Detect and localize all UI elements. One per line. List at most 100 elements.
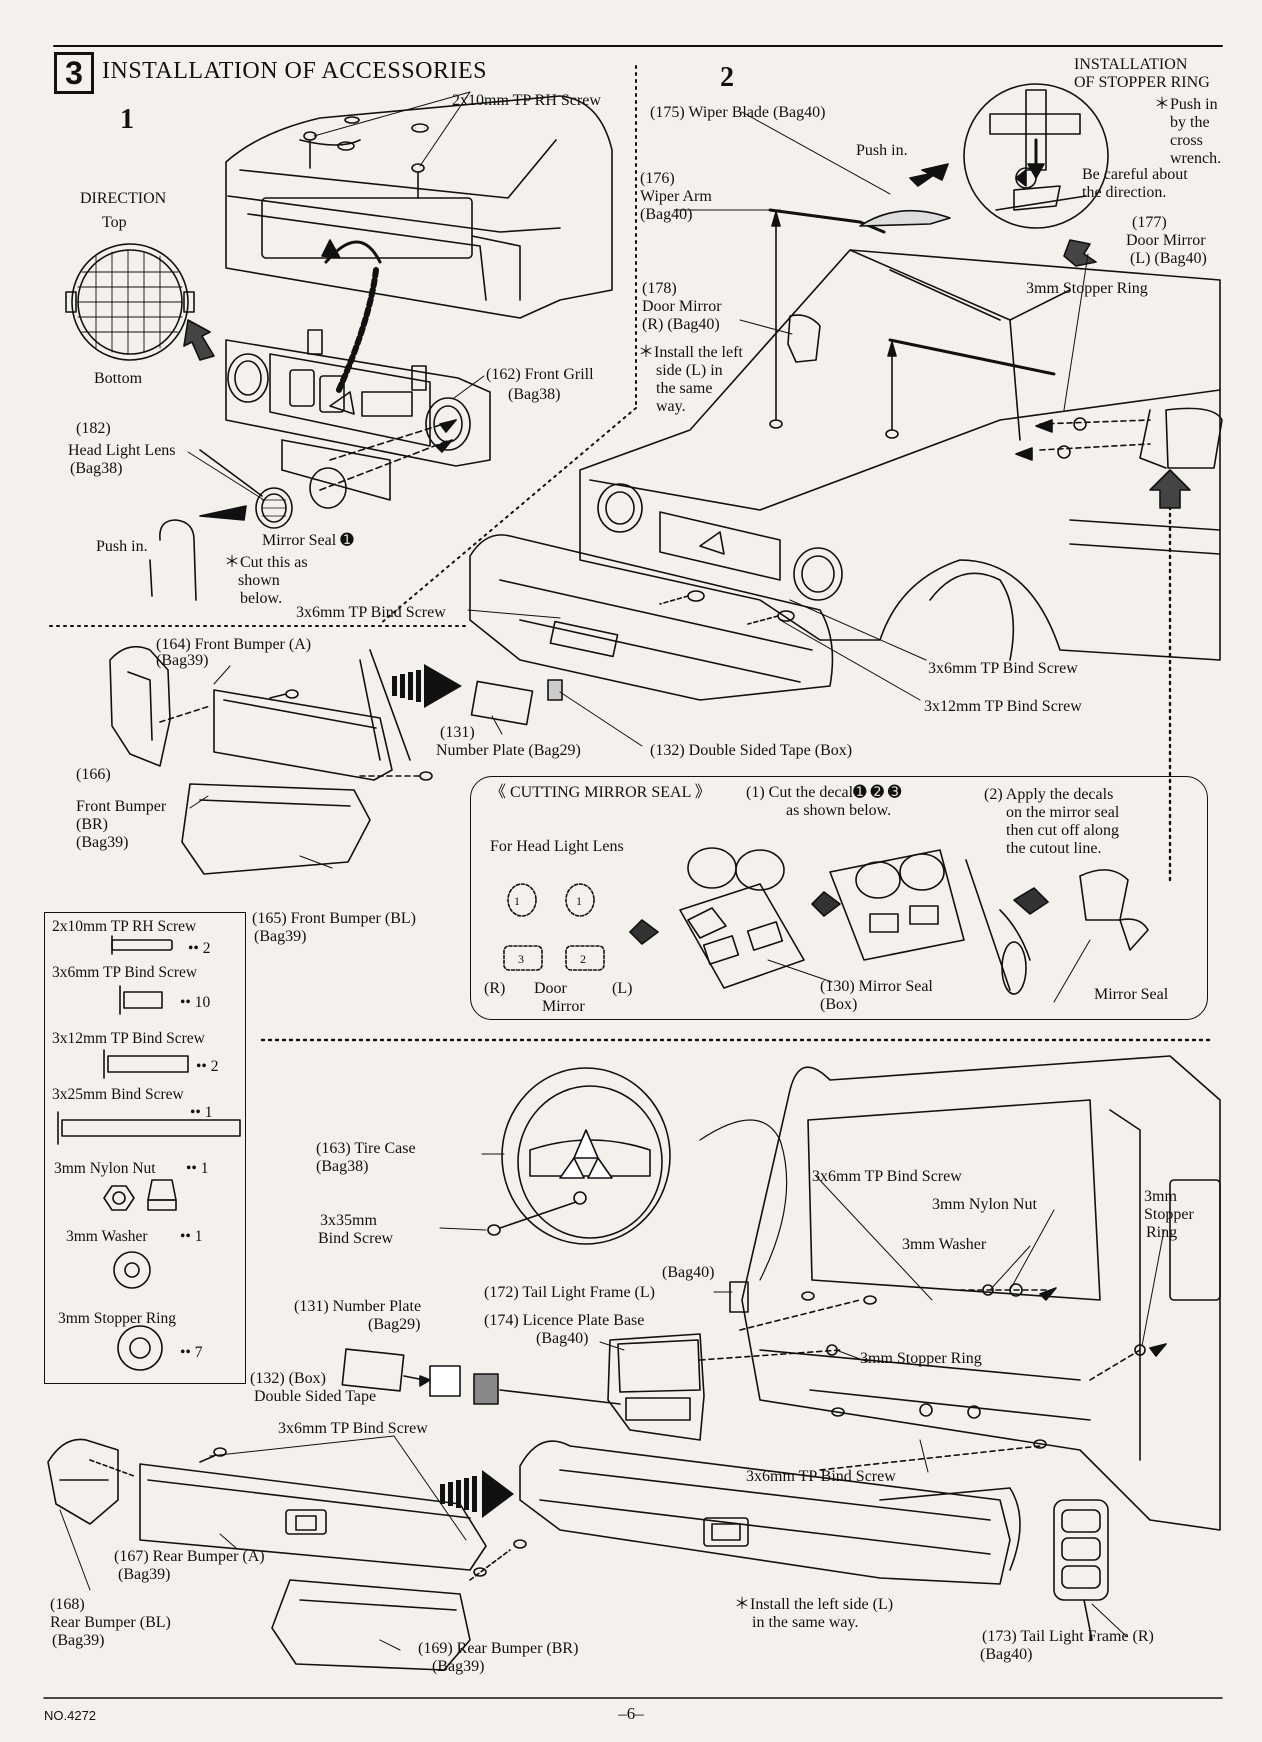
mirror-seal-step2-d: the cutout line.	[1006, 840, 1102, 857]
label-rear-number-plate: (131) Number Plate	[294, 1298, 422, 1315]
stopper-ring-inset-drawing	[963, 83, 1109, 229]
label-front-grill: (162) Front Grill	[486, 366, 594, 383]
label-rear-number-plate-bag: (Bag29)	[368, 1316, 421, 1333]
label-bag40: (Bag40)	[662, 1264, 715, 1281]
mirror-seal-door: Door	[534, 980, 567, 997]
screw-name: 3mm Nylon Nut	[54, 1160, 156, 1177]
mirror-seal-end: Mirror Seal	[1094, 986, 1169, 1003]
badge-1-right: 1	[576, 894, 582, 908]
mirror-seal-step2-a: (2) Apply the decals	[984, 786, 1114, 803]
label-head-light: Head Light Lens	[68, 442, 176, 459]
mirror-seal-step2-c: then cut off along	[1006, 822, 1120, 839]
label-rear-bumper-bl: Rear Bumper (BL)	[50, 1614, 171, 1631]
label-mirror-seal-1: Mirror Seal ➊	[262, 532, 354, 549]
label-washer: 3mm Washer	[902, 1236, 987, 1253]
label-cut-this: ＊Cut this as	[224, 554, 308, 571]
label-careful-1: Be careful about	[1082, 166, 1188, 183]
label-door-mirror-r-bag: (R) (Bag40)	[642, 316, 720, 333]
label-rear-install-left-1: ＊Install the left side (L)	[734, 1596, 894, 1613]
screw-name: 3mm Stopper Ring	[58, 1310, 176, 1327]
label-front-grill-bag: (Bag38)	[508, 386, 561, 403]
mirror-seal-step1-b: as shown below.	[786, 802, 892, 819]
label-push-cross-2: by the	[1170, 114, 1210, 131]
screw-qty: •• 2	[196, 1058, 219, 1075]
label-bind-3x6-a: 3x6mm TP Bind Screw	[296, 604, 446, 621]
mirror-seal-box: (Box)	[820, 996, 858, 1013]
mirror-seal-130: (130) Mirror Seal	[820, 978, 933, 995]
label-head-light-num: (182)	[76, 420, 111, 437]
label-tape-num: (132) (Box)	[250, 1370, 326, 1387]
label-push-in: Push in.	[96, 538, 148, 555]
label-rear-bumper-br-bag: (Bag39)	[432, 1658, 485, 1675]
label-wiper-blade: (175) Wiper Blade (Bag40)	[650, 104, 826, 121]
label-push-cross-3: cross	[1170, 132, 1203, 149]
cutting-mirror-seal-panel	[470, 776, 1208, 1020]
label-wiper-arm-num: (176)	[640, 170, 675, 187]
screw-qty: •• 7	[180, 1344, 203, 1361]
label-rear-bumper-br: (169) Rear Bumper (BR)	[418, 1640, 579, 1657]
label-licence-bag: (Bag40)	[536, 1330, 589, 1347]
label-nylon-nut: 3mm Nylon Nut	[932, 1196, 1037, 1213]
page-number: –6–	[618, 1704, 644, 1723]
mirror-seal-r: (R)	[484, 980, 506, 997]
vehicle-front-drawing	[579, 163, 1223, 661]
mirror-seal-l: (L)	[612, 980, 633, 997]
screw-name: 3mm Washer	[66, 1228, 148, 1245]
label-stopper-ring-b: 3mm Stopper Ring	[860, 1350, 982, 1367]
label-head-light-bag: (Bag38)	[70, 460, 123, 477]
label-rear-install-left-2: in the same way.	[752, 1614, 859, 1631]
label-install-left-2: side (L) in	[656, 362, 723, 379]
label-front-bumper-bl: (165) Front Bumper (BL)	[252, 910, 416, 927]
label-front-bumper-br-side: (BR)	[76, 816, 108, 833]
label-install-left-4: way.	[656, 398, 686, 415]
label-tail-light-l: (172) Tail Light Frame (L)	[484, 1284, 655, 1301]
screw-name: 2x10mm TP RH Screw	[52, 918, 197, 935]
label-bind-3x35-2: Bind Screw	[318, 1230, 394, 1247]
screw-name: 3x12mm TP Bind Screw	[52, 1030, 205, 1047]
screw-name: 3x6mm TP Bind Screw	[52, 964, 198, 981]
front-bumper-center-drawing	[469, 534, 834, 726]
label-number-plate: Number Plate (Bag29)	[436, 742, 581, 759]
label-push-cross-4: wrench.	[1170, 150, 1222, 167]
label-install-left-1: ＊Install the left	[638, 344, 743, 361]
label-direction: DIRECTION	[80, 190, 167, 207]
step-number: 3	[54, 52, 94, 94]
label-door-mirror-l-bag: (L) (Bag40)	[1130, 250, 1207, 267]
label-rear-bumper-a: (167) Rear Bumper (A)	[114, 1548, 265, 1565]
rear-number-plate-drawing	[341, 1348, 621, 1405]
label-rear-bumper-a-bag: (Bag39)	[118, 1566, 171, 1583]
badge-2: 2	[580, 952, 586, 966]
screw-qty: •• 1	[186, 1160, 209, 1177]
label-stopper-title-2: OF STOPPER RING	[1074, 74, 1210, 91]
badge-3: 3	[518, 952, 524, 966]
label-door-mirror-r: Door Mirror	[642, 298, 722, 315]
label-bind-3x6-b: 3x6mm TP Bind Screw	[928, 660, 1078, 677]
label-bind-3x6-e: 3x6mm TP Bind Screw	[746, 1468, 896, 1485]
label-bottom: Bottom	[94, 370, 143, 387]
head-light-lens-drawing	[149, 449, 347, 601]
tire-case-drawing	[487, 1067, 788, 1281]
label-double-tape: (132) Double Sided Tape (Box)	[650, 742, 853, 759]
label-stopper-3: Ring	[1146, 1224, 1178, 1241]
rear-bumper-center-drawing	[519, 1440, 1021, 1585]
label-tail-light-r-bag: (Bag40)	[980, 1646, 1033, 1663]
label-rear-bumper-bl-bag: (Bag39)	[52, 1632, 105, 1649]
label-push-cross-1: ＊Push in	[1154, 96, 1218, 113]
label-front-bumper-a-bag: (Bag39)	[156, 652, 209, 669]
label-stopper-2: Stopper	[1144, 1206, 1194, 1223]
front-body-drawing	[225, 95, 613, 395]
label-wiper-arm-bag: (Bag40)	[640, 206, 693, 223]
label-door-mirror-r-num: (178)	[642, 280, 677, 297]
label-bind-3x35-1: 3x35mm	[320, 1212, 377, 1229]
label-rh-screw: 2x10mm TP RH Screw	[452, 92, 601, 109]
screw-qty: •• 1	[190, 1104, 213, 1121]
leader-lines	[59, 91, 1165, 1651]
mirror-seal-step1-a: (1) Cut the decal➊ ➋ ➌	[746, 784, 902, 801]
label-tire-case: (163) Tire Case	[316, 1140, 416, 1157]
screw-qty: •• 10	[180, 994, 211, 1011]
sub-step-2: 2	[720, 62, 734, 93]
label-cut-shown: shown	[238, 572, 280, 589]
label-front-bumper-bl-bag: (Bag39)	[254, 928, 307, 945]
screw-list-box	[44, 912, 246, 1384]
